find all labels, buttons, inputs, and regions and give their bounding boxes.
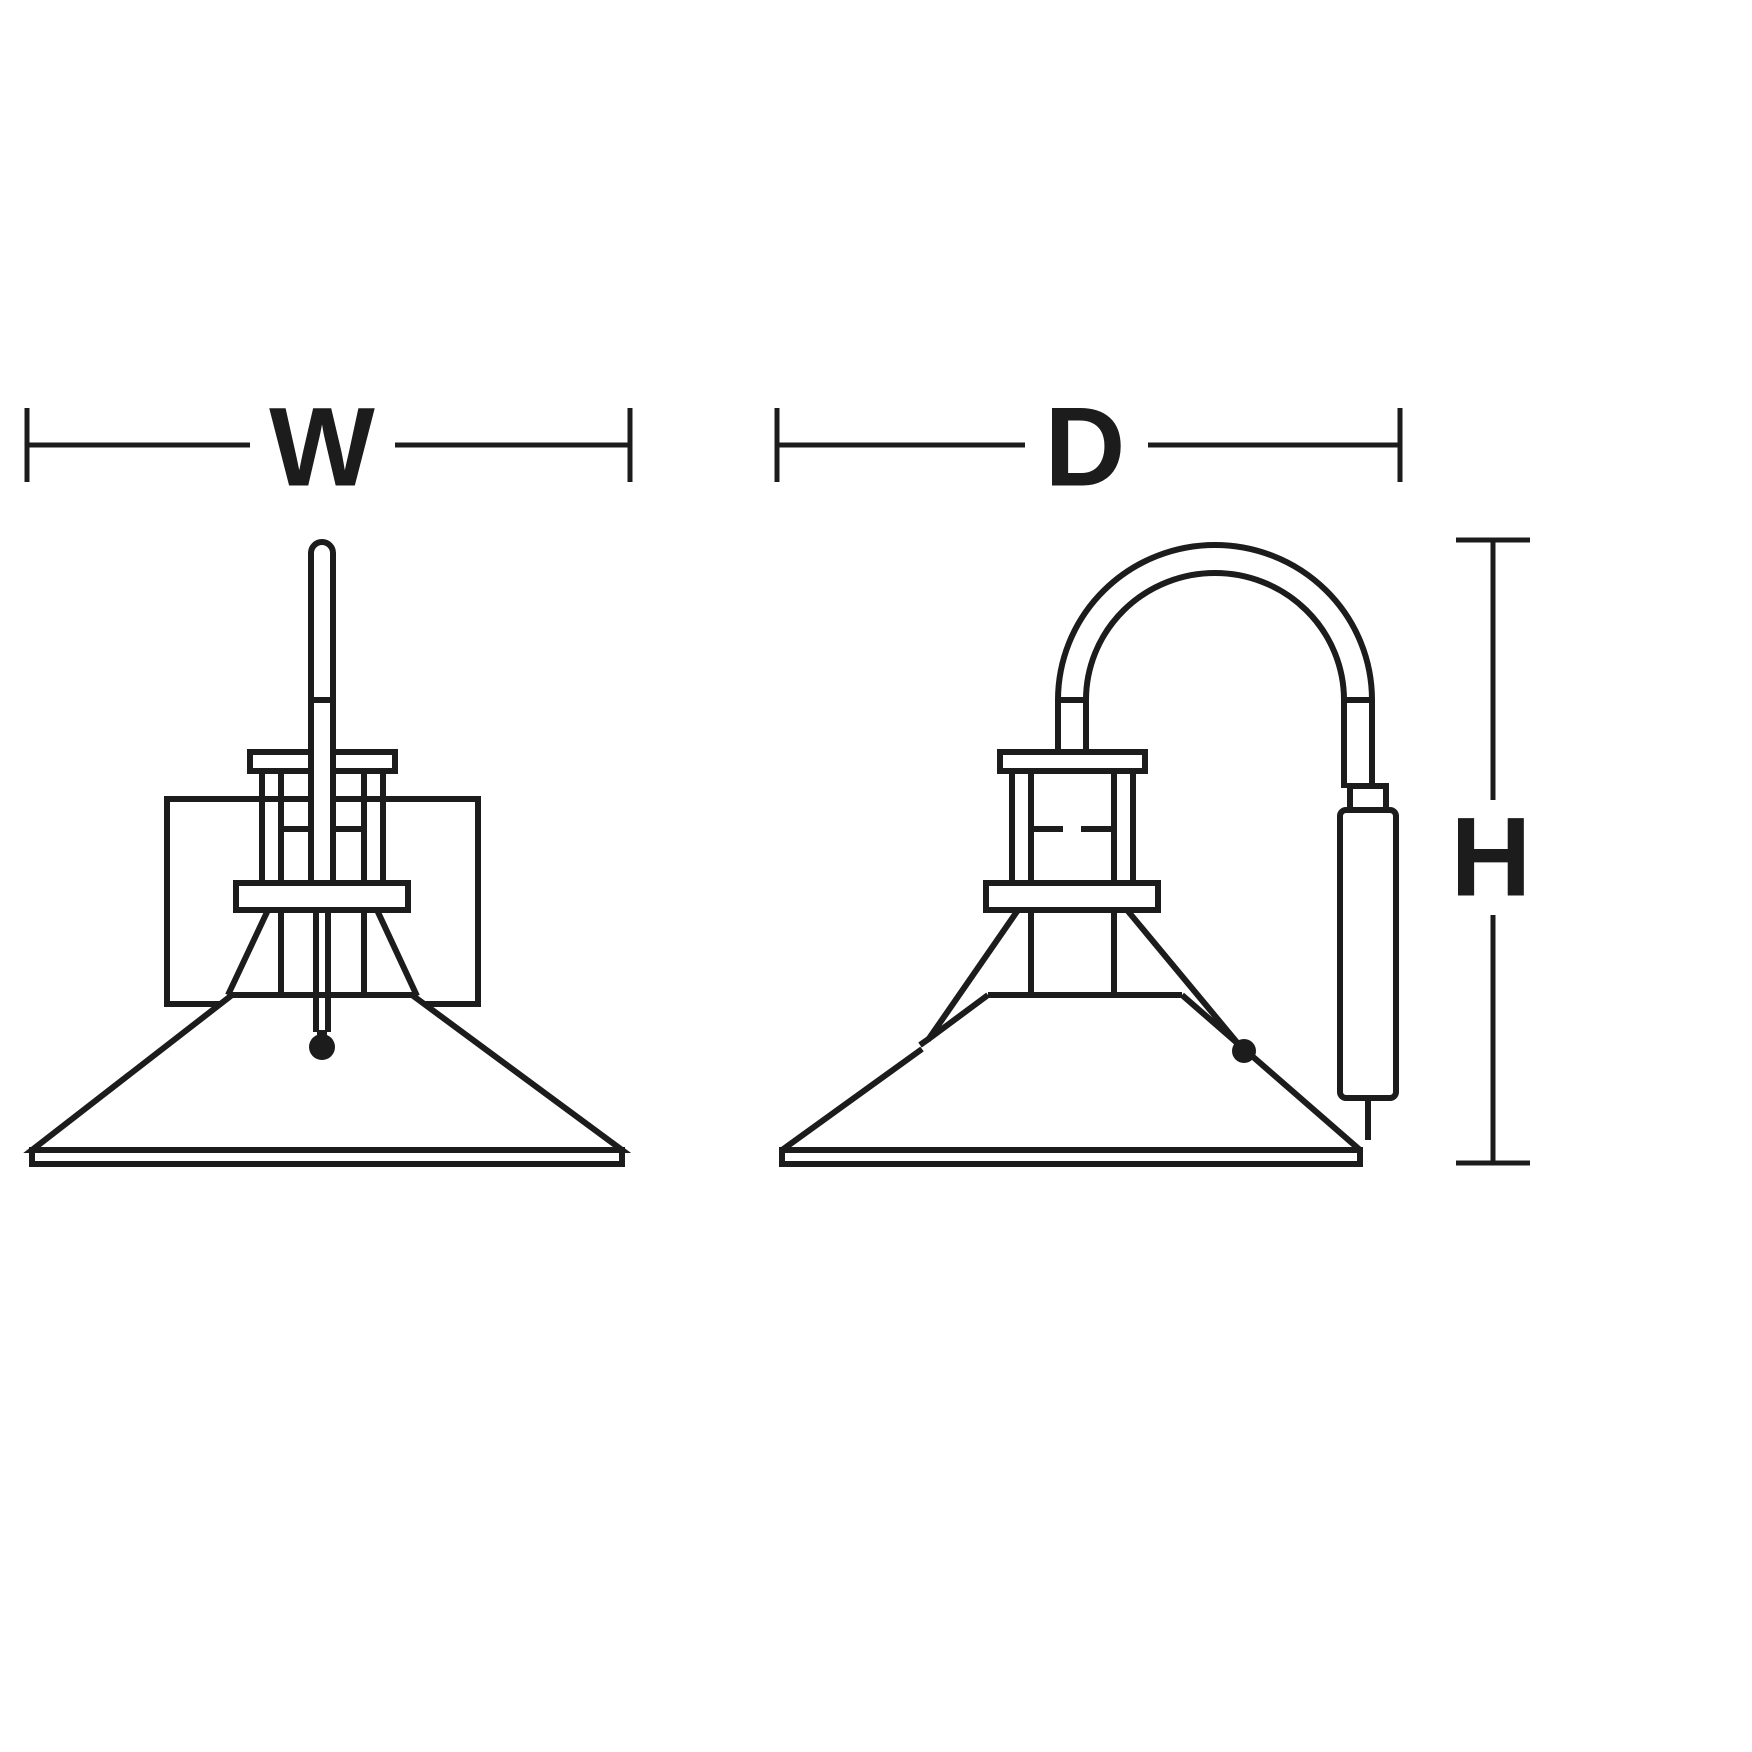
side-collar-band: [983, 880, 1161, 913]
height-dimension: H: [1451, 537, 1532, 1166]
side-left-strut: [925, 908, 1021, 1042]
side-arm-outer-curve: [1055, 542, 1375, 788]
side-mount-connector: [1347, 783, 1389, 813]
side-arm-inner-curve: [1083, 570, 1347, 788]
side-right-strut: [1124, 908, 1243, 1048]
front-right-strut: [374, 908, 420, 998]
side-top-bar: [997, 749, 1148, 774]
side-shade-right-slant: [1180, 992, 1362, 1153]
width-dimension: W: [24, 385, 633, 510]
front-view: [23, 539, 632, 1167]
side-wall-plate: [1337, 807, 1399, 1101]
width-label: W: [269, 385, 375, 510]
side-view: [779, 542, 1399, 1167]
side-shade-left-slant-upper: [928, 992, 990, 1041]
front-left-strut: [225, 908, 271, 997]
depth-dimension: D: [774, 385, 1403, 510]
side-shade-fill: [782, 995, 1360, 1150]
side-shade-rim: [779, 1147, 1363, 1167]
depth-label: D: [1045, 385, 1126, 510]
front-shade-rim: [29, 1147, 625, 1167]
side-finial-ball: [1232, 1039, 1256, 1063]
front-finial-ball: [309, 1034, 335, 1060]
side-shade-left-slant-lower: [780, 1046, 924, 1153]
front-collar-band: [233, 880, 411, 913]
front-stem: [308, 539, 336, 884]
height-label: H: [1451, 795, 1532, 920]
